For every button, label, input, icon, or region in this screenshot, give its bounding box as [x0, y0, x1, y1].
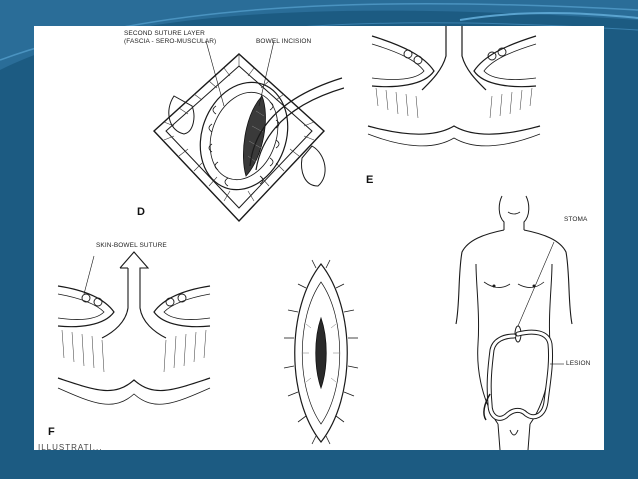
torso-colon-drawing [455, 195, 573, 450]
stoma-sutured-drawing [283, 259, 359, 445]
panel-f-drawing [57, 251, 211, 405]
panel-d-illustration [144, 36, 344, 226]
cut-off-caption: ILLUSTRATI... [38, 443, 103, 450]
panel-e-letter: E [366, 174, 374, 186]
panel-f-illustration [54, 248, 214, 428]
stoma-label: STOMA [564, 216, 588, 223]
torso-colon-illustration [454, 194, 574, 450]
panel-f-letter: F [48, 426, 55, 438]
slide-frame: SECOND SUTURE LAYER (FASCIA - SERO-MUSCU… [34, 26, 604, 450]
skin-bowel-suture-label: SKIN-BOWEL SUTURE [96, 242, 167, 249]
stoma-sutured-illustration [276, 258, 366, 448]
panel-e-drawing [367, 26, 541, 147]
panel-e-illustration [364, 26, 544, 161]
lesion-label: LESION [566, 360, 591, 367]
fascia-sero-muscular-label: (FASCIA - SERO-MUSCULAR) [124, 38, 217, 45]
second-suture-layer-label: SECOND SUTURE LAYER [124, 30, 205, 37]
panel-d-letter: D [137, 206, 145, 218]
bowel-incision-label: BOWEL INCISION [256, 38, 312, 45]
panel-d-drawing [153, 40, 344, 223]
